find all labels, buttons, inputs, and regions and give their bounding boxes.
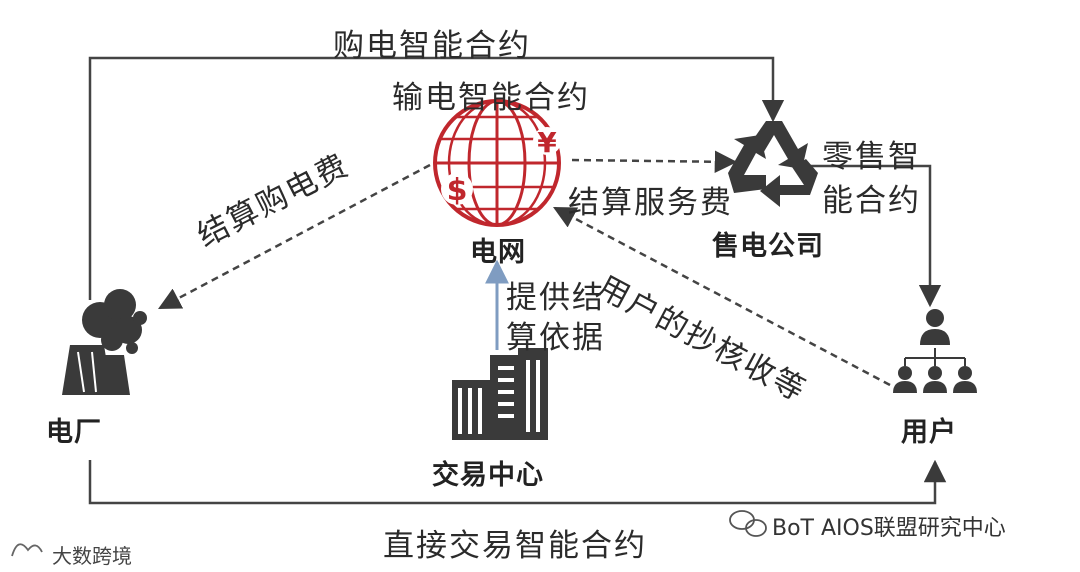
- user-hierarchy-icon: [893, 309, 977, 393]
- plant-node-label: 电厂: [46, 410, 102, 449]
- wechat-icon: [730, 511, 766, 536]
- retail-contract-label-line2: 能合约: [822, 175, 921, 220]
- service-fee-label: 结算服务费: [568, 177, 733, 222]
- globe-icon: $ ¥: [435, 101, 561, 225]
- settlement-basis-label-line2: 算依据: [506, 312, 605, 357]
- building-icon: [452, 348, 548, 440]
- direct-contract-label: 直接交易智能合约: [383, 520, 647, 565]
- watermark-label: BoT AIOS联盟研究中心: [772, 510, 1006, 542]
- grid-node-label: 电网: [470, 230, 526, 269]
- logo-label: 大数跨境: [52, 540, 132, 569]
- settlement-basis-label-line1: 提供结: [506, 272, 605, 317]
- retail-contract-label-line1: 零售智: [822, 131, 921, 176]
- recycle-icon: [728, 121, 818, 207]
- service-fee-arrow: [572, 160, 735, 162]
- power-plant-icon: [62, 289, 147, 395]
- svg-text:$: $: [447, 173, 468, 208]
- user-node-label: 用户: [901, 410, 957, 449]
- retail-node-label: 售电公司: [712, 224, 824, 263]
- svg-text:¥: ¥: [537, 126, 557, 159]
- exchange-node-label: 交易中心: [432, 453, 544, 492]
- buy-contract-label: 购电智能合约: [333, 20, 531, 65]
- logo-icon: [12, 544, 42, 556]
- transmission-contract-label: 输电智能合约: [392, 72, 590, 117]
